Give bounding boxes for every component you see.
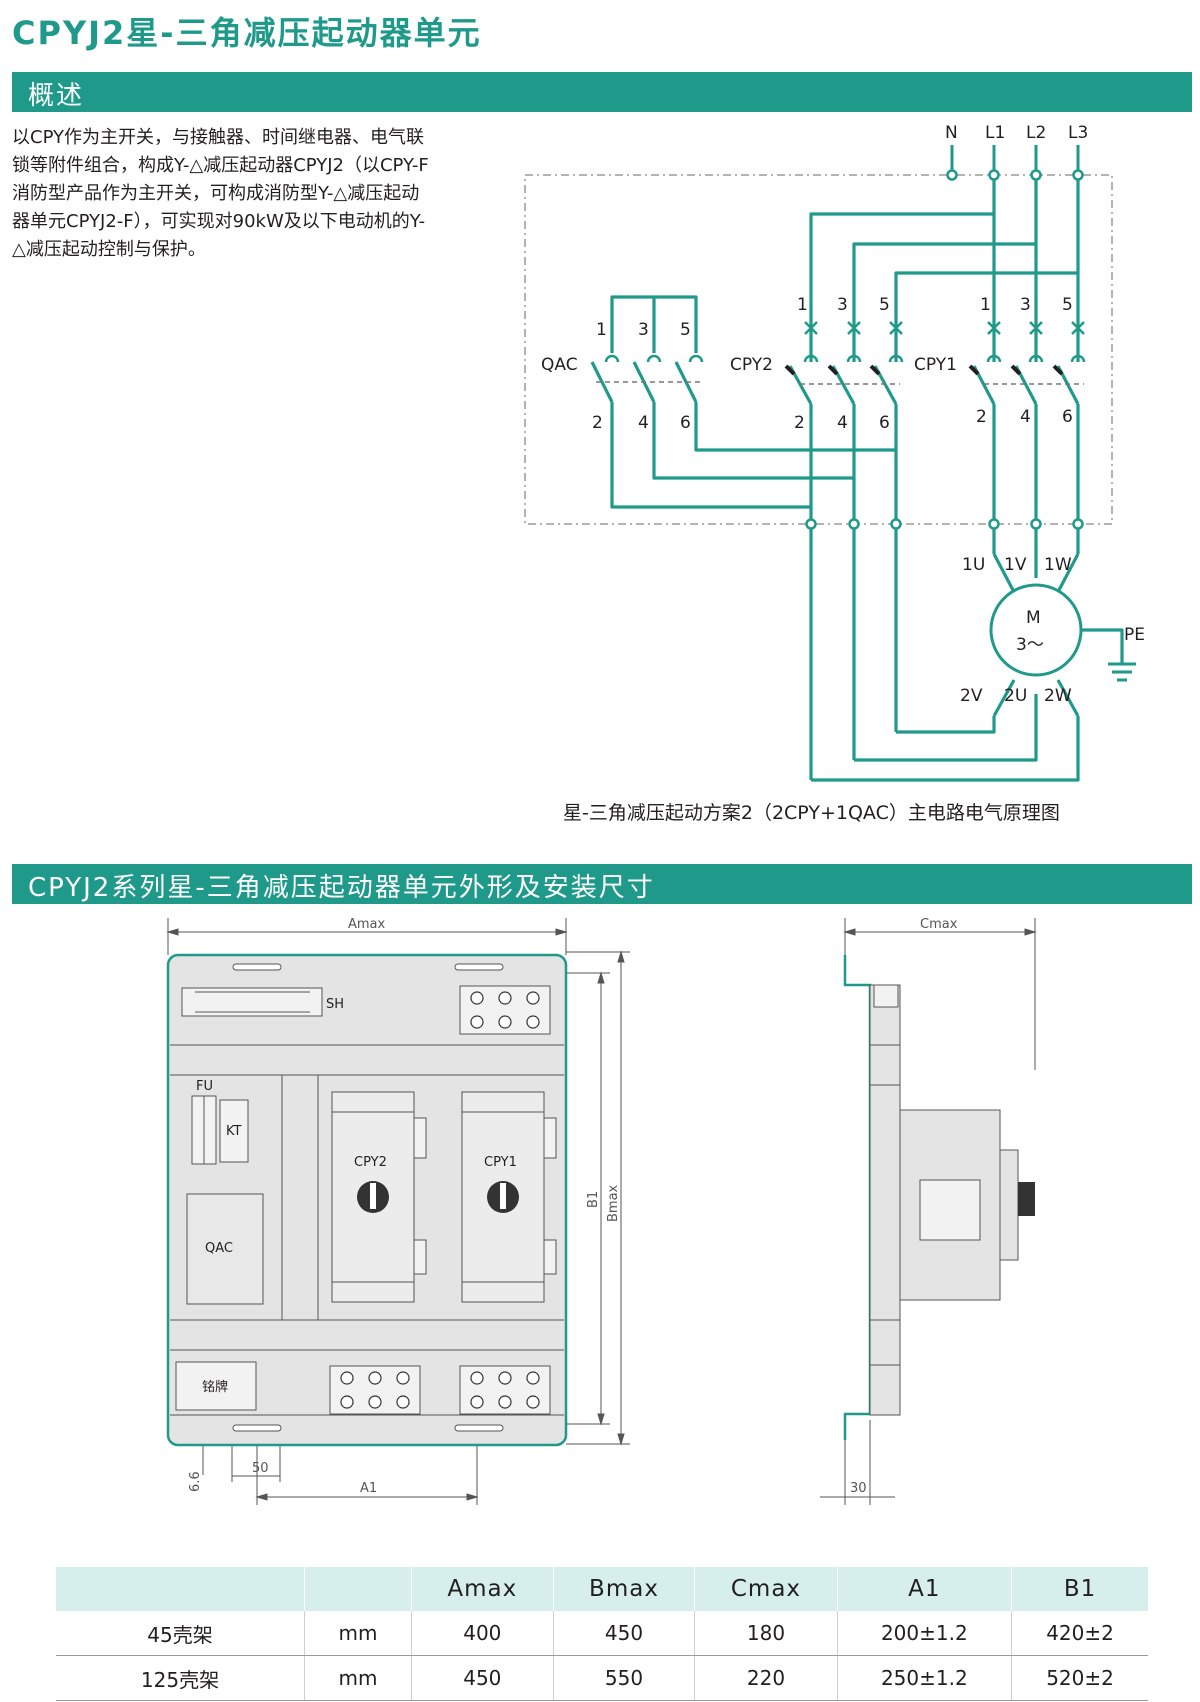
section-bar-dimensions: CPYJ2系列星-三角减压起动器单元外形及安装尺寸	[12, 864, 1192, 904]
dim-bmax: Bmax	[606, 1184, 621, 1222]
table-row: 45壳架 mm 400 450 180 200±1.2 420±2	[56, 1611, 1148, 1656]
dim-amax: Amax	[348, 917, 386, 932]
motor-2v: 2V	[960, 686, 983, 706]
sh-terminal-block	[181, 987, 323, 1017]
section-heading-dimensions: CPYJ2系列星-三角减压起动器单元外形及安装尺寸	[28, 873, 655, 903]
qac-contactor	[186, 1193, 264, 1305]
motor-1u: 1U	[962, 555, 985, 575]
table-header	[56, 1567, 305, 1611]
page-title: CPYJ2星-三角减压起动器单元	[12, 14, 482, 52]
dim-cmax: Cmax	[920, 917, 958, 932]
label-cpy1: CPY1	[914, 355, 957, 375]
motor-m: M	[1026, 608, 1041, 628]
cpy2-num-4: 4	[837, 413, 848, 433]
section-heading-overview: 概述	[28, 81, 85, 111]
motor-2w: 2W	[1044, 686, 1072, 706]
table-header	[304, 1567, 412, 1611]
section-bar-overview: 概述	[12, 72, 1192, 112]
dim-6-6: 6.6	[188, 1471, 203, 1492]
table-cell: 220	[694, 1655, 838, 1701]
dim-50: 50	[252, 1461, 269, 1476]
table-cell: 450	[553, 1611, 696, 1656]
cpy1-num-2: 2	[976, 407, 987, 427]
dimension-table: Amax Bmax Cmax A1 B1 45壳架 mm 400 450 180…	[56, 1567, 1148, 1701]
table-row: 125壳架 mm 450 550 220 250±1.2 520±2	[56, 1655, 1148, 1701]
circuit-caption: 星-三角减压起动方案2（2CPY+1QAC）主电路电气原理图	[563, 802, 1060, 824]
cpy1-num-5: 5	[1062, 295, 1073, 315]
label-l1: L1	[985, 123, 1005, 143]
qac-num-6: 6	[680, 413, 691, 433]
qac-num-4: 4	[638, 413, 649, 433]
label-l2: L2	[1026, 123, 1046, 143]
label-sh: SH	[326, 997, 344, 1012]
table-cell: 180	[694, 1611, 838, 1656]
qac-num-1: 1	[596, 320, 607, 340]
nameplate	[175, 1361, 257, 1411]
label-l3: L3	[1068, 123, 1088, 143]
cpy1-num-3: 3	[1020, 295, 1031, 315]
dim-30: 30	[850, 1481, 867, 1496]
cpy1-num-1: 1	[980, 295, 991, 315]
label-fu: FU	[196, 1079, 213, 1094]
label-kt: KT	[226, 1124, 242, 1139]
label-nameplate: 铭牌	[202, 1379, 228, 1395]
cpy1-num-6: 6	[1062, 407, 1073, 427]
dim-b1: B1	[586, 1191, 601, 1208]
table-header: B1	[1011, 1567, 1148, 1611]
outline-drawing: SH FU KT QAC CPY2 CPY1 铭牌	[166, 917, 1037, 1505]
cpy2-num-2: 2	[794, 413, 805, 433]
dim-a1: A1	[360, 1481, 377, 1496]
table-cell: 250±1.2	[837, 1655, 1013, 1701]
circuit-diagram: N L1 L2 L3 QAC CPY2 CPY1 1 3 5 2 4 6 1 3…	[524, 123, 1145, 782]
table-cell: 200±1.2	[837, 1611, 1013, 1656]
table-cell: 420±2	[1011, 1611, 1148, 1656]
motor-phase: 3～	[1016, 635, 1044, 655]
motor-1v: 1V	[1004, 555, 1027, 575]
table-cell: 125壳架	[56, 1655, 305, 1701]
table-header: A1	[837, 1567, 1013, 1611]
table-header-row: Amax Bmax Cmax A1 B1	[56, 1567, 1148, 1611]
table-cell: mm	[304, 1655, 412, 1701]
label-cpy1-box: CPY1	[484, 1155, 517, 1170]
intro-paragraph: 以CPY作为主开关，与接触器、时间继电器、电气联锁等附件组合，构成Y-△减压起动…	[12, 127, 429, 260]
table-header: Bmax	[553, 1567, 696, 1611]
table-header: Amax	[411, 1567, 554, 1611]
motor-2u: 2U	[1004, 686, 1027, 706]
side-view	[843, 955, 1035, 1440]
table-cell: mm	[304, 1611, 412, 1656]
cpy1-num-4: 4	[1020, 407, 1031, 427]
label-n: N	[945, 123, 958, 143]
cpy2-num-6: 6	[879, 413, 890, 433]
label-qac: QAC	[541, 355, 578, 375]
qac-num-2: 2	[592, 413, 603, 433]
table-cell: 550	[553, 1655, 696, 1701]
cpy2-num-5: 5	[879, 295, 890, 315]
qac-num-5: 5	[680, 320, 691, 340]
motor-1w: 1W	[1044, 555, 1072, 575]
cpy2-num-1: 1	[797, 295, 808, 315]
qac-num-3: 3	[638, 320, 649, 340]
table-cell: 450	[411, 1655, 554, 1701]
label-qac-box: QAC	[205, 1241, 233, 1256]
table-cell: 45壳架	[56, 1611, 305, 1656]
motor-symbol	[989, 583, 1083, 677]
label-pe: PE	[1124, 625, 1145, 645]
cpy2-num-3: 3	[837, 295, 848, 315]
enclosure-dashed	[524, 174, 1113, 525]
label-cpy2-box: CPY2	[354, 1155, 387, 1170]
table-cell: 400	[411, 1611, 554, 1656]
table-header: Cmax	[694, 1567, 838, 1611]
timer-relay	[219, 1099, 249, 1163]
table-cell: 520±2	[1011, 1655, 1148, 1701]
label-cpy2: CPY2	[730, 355, 773, 375]
